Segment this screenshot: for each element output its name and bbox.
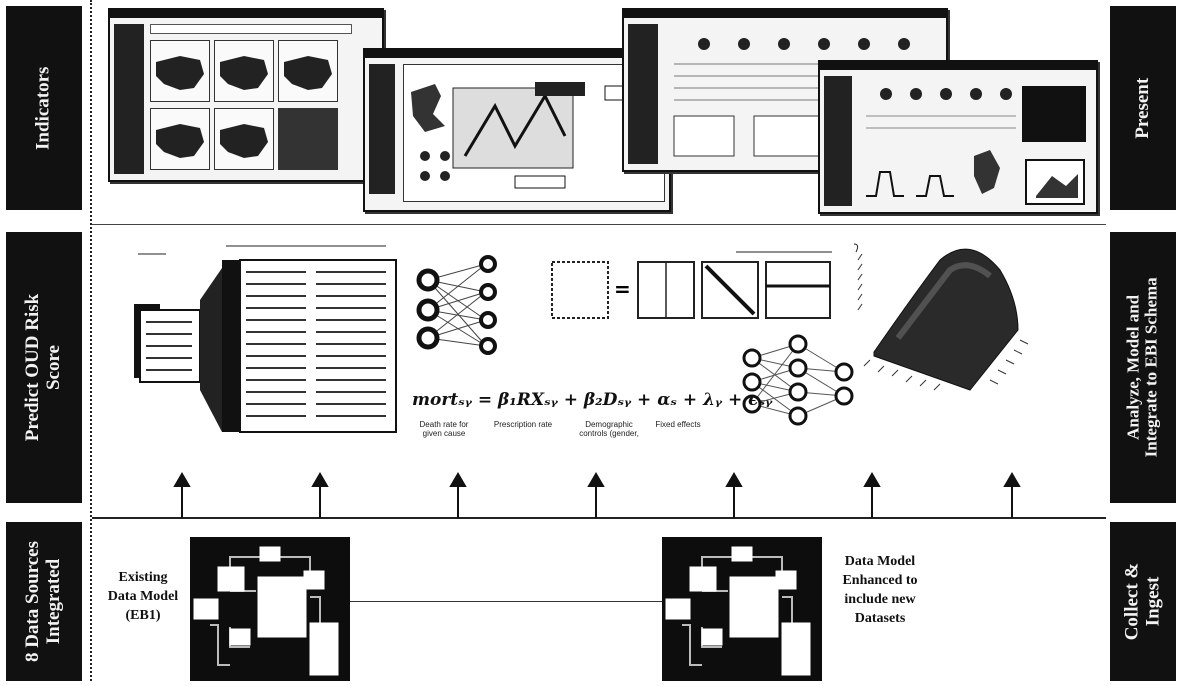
- up-arrows: [160, 470, 1040, 520]
- row-divider-top: [92, 224, 1106, 225]
- data-model-icon-existing: [190, 537, 350, 681]
- label-collect-ingest: Collect & Ingest: [1110, 522, 1176, 681]
- 3d-surface-icon: [850, 240, 1040, 400]
- left-divider: [90, 0, 92, 681]
- formula-label-death-rate: Death rate for given cause: [414, 420, 474, 438]
- mortality-formula: mortₛᵧ = β₁RXₛᵧ + β₂Dₛᵧ + αₛ + λᵧ + ϵₛᵧ: [412, 390, 772, 410]
- feature-library-icon: [126, 240, 400, 440]
- svg-text:=: =: [614, 277, 631, 301]
- formula-label-prescription: Prescription rate: [488, 420, 558, 429]
- data-model-connector: [350, 601, 662, 602]
- formula-label-demographic: Demographic controls (gender,: [572, 420, 646, 438]
- enhanced-data-model-label: Data Model Enhanced to include new Datas…: [830, 552, 930, 628]
- confusion-matrix-icon: =: [546, 248, 842, 332]
- deep-neural-network-icon: [738, 328, 860, 436]
- formula-label-fixed-effects: Fixed effects: [648, 420, 708, 429]
- existing-data-model-label: Existing Data Model (EB1): [98, 568, 188, 625]
- dashboard-screenshot-1: [108, 8, 384, 182]
- data-model-icon-enhanced: [662, 537, 822, 681]
- neural-network-icon: [410, 250, 514, 358]
- label-indicators: Indicators: [6, 6, 82, 210]
- label-data-sources: 8 Data Sources Integrated: [6, 522, 82, 681]
- label-analyze-model: Analyze, Model and Integrate to EBI Sche…: [1110, 232, 1176, 503]
- dashboard-screenshot-4: [818, 60, 1098, 214]
- label-predict-oud: Predict OUD Risk Score: [6, 232, 82, 503]
- label-present: Present: [1110, 6, 1176, 210]
